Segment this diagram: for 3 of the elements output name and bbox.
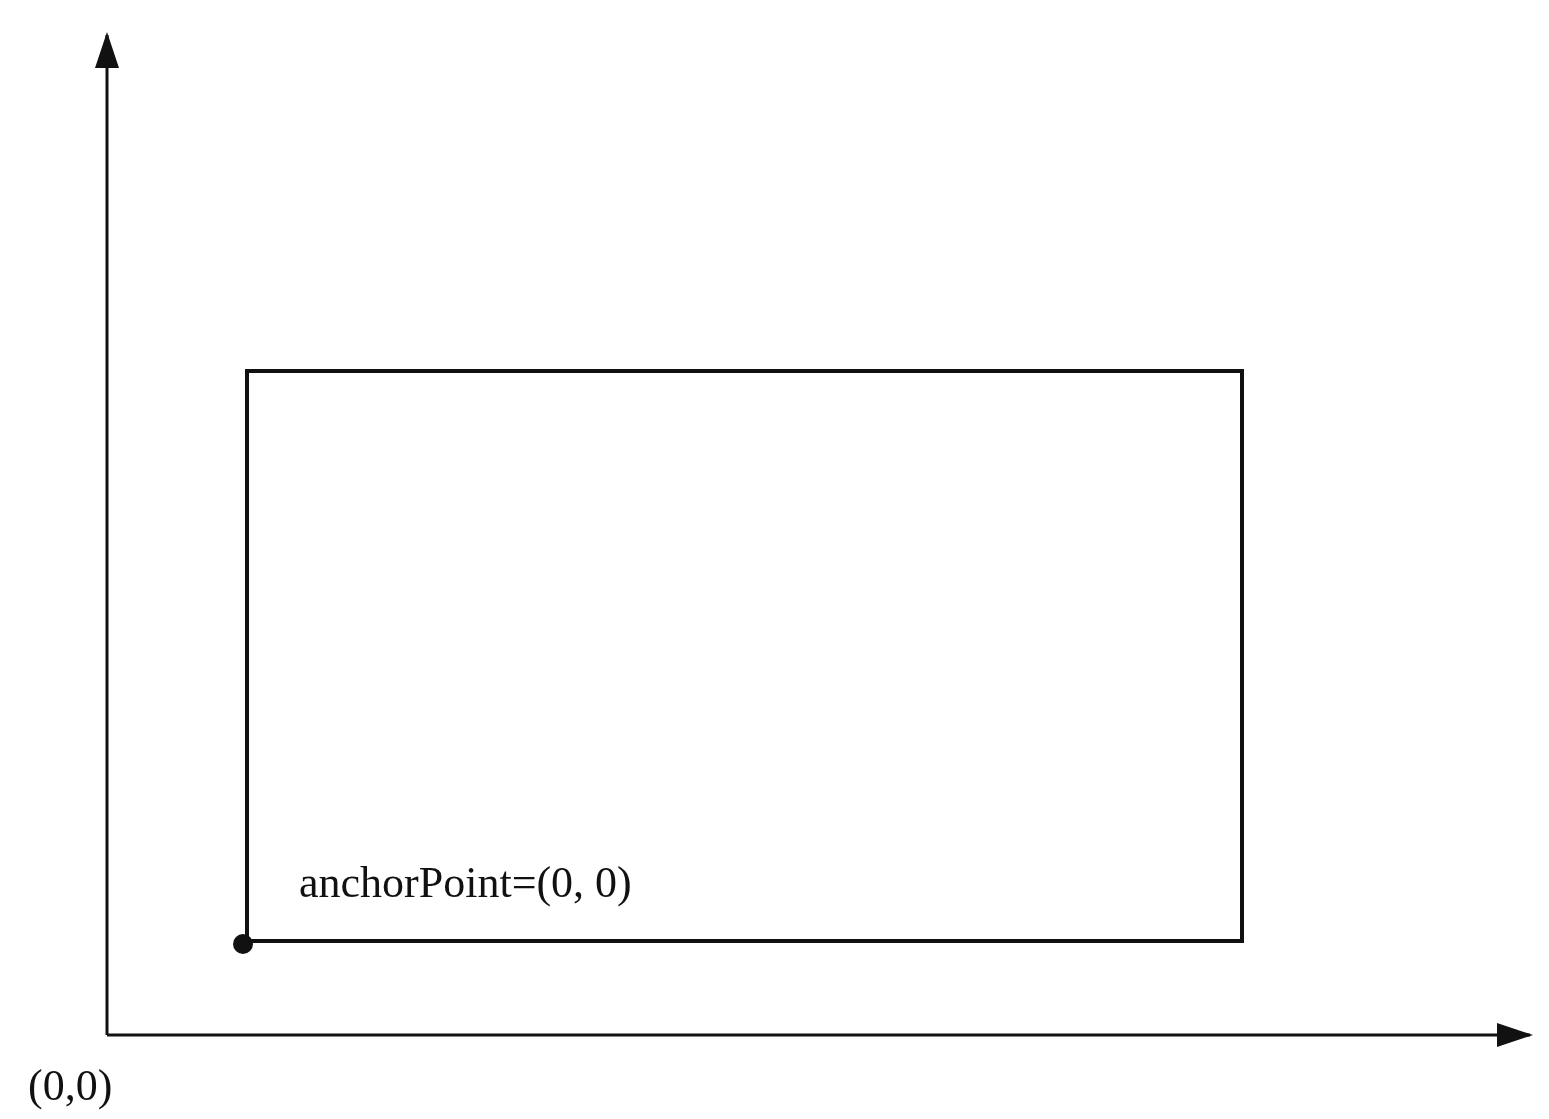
origin-label: (0,0) <box>28 1060 113 1111</box>
anchor-point-label: anchorPoint=(0, 0) <box>299 857 632 908</box>
rectangle <box>245 369 1244 943</box>
